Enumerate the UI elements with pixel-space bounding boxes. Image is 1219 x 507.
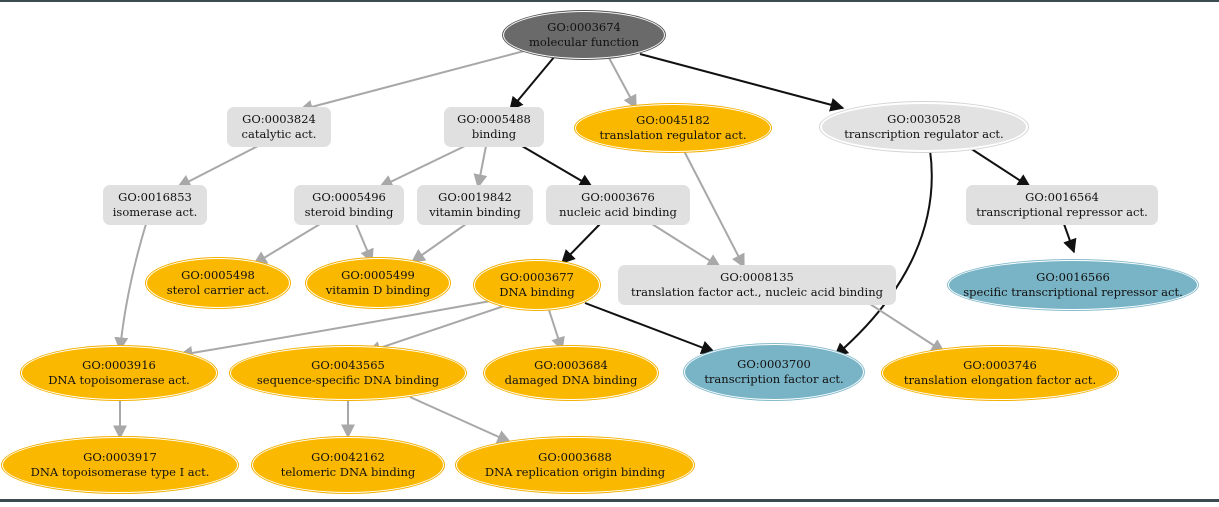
node-label: DNA binding <box>499 285 575 299</box>
node-label: transcription regulator act. <box>844 127 1004 141</box>
edge-GO0003674-to-GO0030528 <box>639 53 845 112</box>
node-isomerase-act[interactable]: GO:0016853 isomerase act. <box>103 185 207 225</box>
node-transcription-factor-act[interactable]: GO:0003700 transcription factor act. <box>686 346 862 398</box>
node-vitamin-d-binding[interactable]: GO:0005499 vitamin D binding <box>308 260 448 306</box>
node-id: GO:0003677 <box>500 270 574 284</box>
edge-GO0030528-to-GO0016564 <box>969 147 1032 188</box>
node-label: vitamin D binding <box>325 283 431 297</box>
node-id: GO:0003824 <box>242 112 316 126</box>
edge-GO0016564-to-GO0016566 <box>1063 223 1077 254</box>
node-id: GO:0003676 <box>581 190 655 204</box>
node-sterol-carrier-act[interactable]: GO:0005498 sterol carrier act. <box>148 260 288 306</box>
node-id: GO:0045182 <box>636 113 710 127</box>
node-label: steroid binding <box>304 205 394 219</box>
edge-GO0003674-to-GO0005488 <box>509 55 556 112</box>
edge-GO0043565-to-GO0003688 <box>409 396 512 444</box>
node-label: DNA topoisomerase type I act. <box>30 465 210 479</box>
node-dna-topoisomerase-act[interactable]: GO:0003916 DNA topoisomerase act. <box>23 348 215 398</box>
node-id: GO:0030528 <box>887 112 961 126</box>
edge-GO0003677-to-GO0003916 <box>178 299 497 360</box>
node-label: catalytic act. <box>241 127 317 141</box>
node-label: transcription factor act. <box>704 372 844 386</box>
node-transcriptional-repressor-act[interactable]: GO:0016564 transcriptional repressor act… <box>966 185 1158 225</box>
node-transcription-regulator-act[interactable]: GO:0030528 transcription regulator act. <box>822 104 1026 150</box>
edge-GO0030528-to-GO0003700 <box>833 149 933 357</box>
node-molecular-function[interactable]: GO:0003674 molecular function <box>505 13 663 57</box>
node-id: GO:0005488 <box>457 112 531 126</box>
node-id: GO:0016566 <box>1036 270 1110 284</box>
node-label: DNA topoisomerase act. <box>48 373 190 387</box>
node-label: specific transcriptional repressor act. <box>963 285 1183 299</box>
node-id: GO:0019842 <box>438 190 512 204</box>
node-id: GO:0016853 <box>118 190 192 204</box>
node-id: GO:0005499 <box>341 268 415 282</box>
node-id: GO:0003746 <box>963 358 1037 372</box>
node-id: GO:0003684 <box>534 358 608 372</box>
top-border <box>0 0 1219 2</box>
node-id: GO:0003700 <box>737 357 811 371</box>
edge-GO0003674-to-GO0003824 <box>298 49 529 114</box>
edge-GO0003674-to-GO0045182 <box>607 55 637 110</box>
edge-GO0003676-to-GO0008135 <box>651 223 722 268</box>
edge-GO0019842-to-GO0005499 <box>410 223 467 263</box>
edge-GO0003676-to-GO0003677 <box>561 223 601 265</box>
node-label: telomeric DNA binding <box>280 465 416 479</box>
edge-GO0003677-to-GO0003700 <box>584 302 716 355</box>
node-specific-transcriptional-repressor-act[interactable]: GO:0016566 specific transcriptional repr… <box>950 262 1196 308</box>
node-label: translation factor act., nucleic acid bi… <box>631 285 883 299</box>
node-label: translation elongation factor act. <box>903 373 1097 387</box>
node-steroid-binding[interactable]: GO:0005496 steroid binding <box>294 185 404 225</box>
node-label: nucleic acid binding <box>559 205 677 219</box>
node-id: GO:0005498 <box>181 268 255 282</box>
node-label: transcriptional repressor act. <box>976 205 1148 219</box>
edge-GO0005496-to-GO0005498 <box>252 223 321 265</box>
edge-GO0005488-to-GO0019842 <box>473 145 488 189</box>
node-sequence-specific-dna-binding[interactable]: GO:0043565 sequence-specific DNA binding <box>232 348 464 398</box>
node-id: GO:0043565 <box>311 358 385 372</box>
node-id: GO:0016564 <box>1025 190 1099 204</box>
node-dna-topoisomerase-type-i-act[interactable]: GO:0003917 DNA topoisomerase type I act. <box>4 439 236 491</box>
node-translation-factor-act[interactable]: GO:0008135 translation factor act., nucl… <box>618 265 896 305</box>
node-label: DNA replication origin binding <box>484 465 666 479</box>
node-nucleic-acid-binding[interactable]: GO:0003676 nucleic acid binding <box>546 185 690 225</box>
edge-GO0005496-to-GO0005499 <box>355 223 374 264</box>
node-id: GO:0003674 <box>547 20 621 34</box>
node-label: vitamin binding <box>429 205 521 219</box>
node-telomeric-dna-binding[interactable]: GO:0042162 telomeric DNA binding <box>254 439 442 491</box>
node-damaged-dna-binding[interactable]: GO:0003684 damaged DNA binding <box>486 348 656 398</box>
edge-GO0005488-to-GO0005496 <box>378 145 466 188</box>
node-label: molecular function <box>529 35 639 49</box>
edge-GO0005488-to-GO0003676 <box>521 145 594 188</box>
node-id: GO:0005496 <box>312 190 386 204</box>
node-id: GO:0008135 <box>720 270 794 284</box>
node-label: isomerase act. <box>112 205 198 219</box>
edge-GO0003677-to-GO0003684 <box>547 306 565 352</box>
edge-GO0045182-to-GO0008135 <box>681 146 745 269</box>
node-binding[interactable]: GO:0005488 binding <box>444 107 544 147</box>
node-label: binding <box>471 127 517 141</box>
edge-GO0008135-to-GO0003746 <box>869 303 946 353</box>
edge-GO0003824-to-GO0016853 <box>176 145 259 188</box>
node-dna-replication-origin-binding[interactable]: GO:0003688 DNA replication origin bindin… <box>458 439 692 491</box>
node-id: GO:0003917 <box>83 450 157 464</box>
node-catalytic-act[interactable]: GO:0003824 catalytic act. <box>227 107 331 147</box>
node-label: translation regulator act. <box>599 128 747 142</box>
node-label: sterol carrier act. <box>166 283 270 297</box>
node-id: GO:0003688 <box>538 450 612 464</box>
node-label: sequence-specific DNA binding <box>256 373 440 387</box>
node-translation-elongation-factor-act[interactable]: GO:0003746 translation elongation factor… <box>884 348 1116 398</box>
bottom-border <box>0 499 1219 502</box>
edge-GO0003677-to-GO0043565 <box>366 303 511 355</box>
node-id: GO:0003916 <box>82 358 156 372</box>
edge-GO0016853-to-GO0003916 <box>114 223 147 352</box>
node-id: GO:0042162 <box>311 450 385 464</box>
node-translation-regulator-act[interactable]: GO:0045182 translation regulator act. <box>577 106 769 150</box>
node-dna-binding[interactable]: GO:0003677 DNA binding <box>476 262 598 308</box>
node-label: damaged DNA binding <box>504 373 638 387</box>
node-vitamin-binding[interactable]: GO:0019842 vitamin binding <box>417 185 533 225</box>
